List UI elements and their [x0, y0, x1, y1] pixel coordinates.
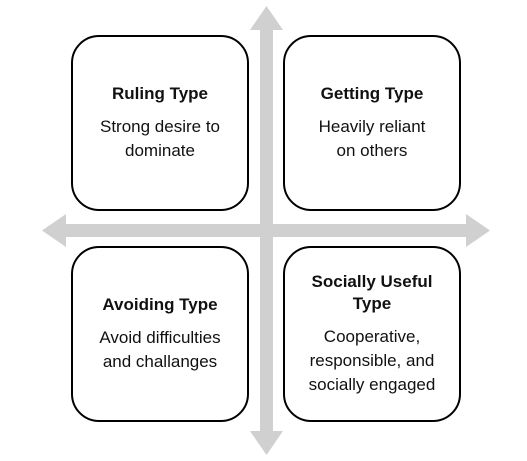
quadrant-title: Getting Type: [320, 84, 424, 103]
arrow-down-icon: [250, 431, 283, 455]
quadrant-title: Socially Useful Type: [311, 272, 433, 313]
quadrant-description: Cooperative, responsible, and socially e…: [308, 327, 436, 394]
quadrant-avoiding-type: Avoiding Type Avoid difficulties and cha…: [71, 246, 249, 422]
quadrant-ruling-type: Ruling Type Strong desire to dominate: [71, 35, 249, 211]
quadrant-title: Ruling Type: [111, 84, 208, 103]
quadrant-description: Strong desire to dominate: [99, 117, 220, 160]
quadrant-description: Avoid difficulties and challanges: [99, 328, 221, 371]
horizontal-axis-shaft: [62, 224, 467, 237]
quadrant-socially-useful-type: Socially Useful Type Cooperative, respon…: [283, 246, 461, 422]
arrow-up-icon: [250, 6, 283, 30]
quadrant-getting-type: Getting Type Heavily reliant on others: [283, 35, 461, 211]
quadrant-title: Avoiding Type: [102, 295, 218, 314]
arrow-right-icon: [466, 214, 490, 247]
quadrant-description: Heavily reliant on others: [318, 117, 426, 160]
arrow-left-icon: [42, 214, 66, 247]
